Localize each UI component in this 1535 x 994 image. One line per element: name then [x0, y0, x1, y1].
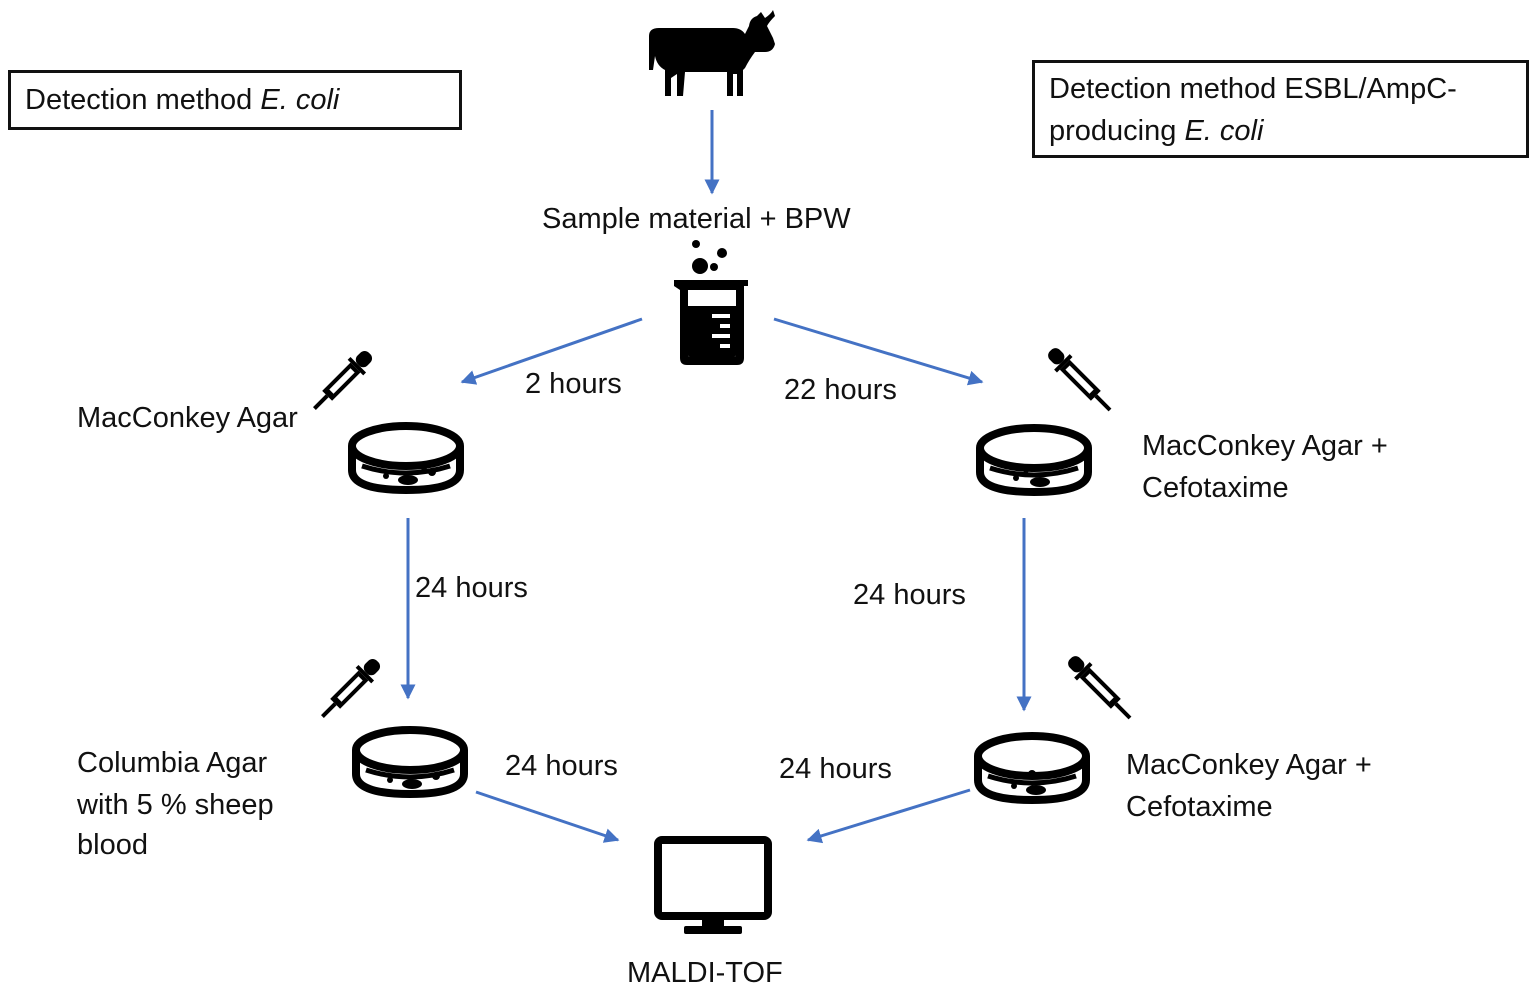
duration-22h: 22 hours — [784, 374, 897, 406]
duration-24h-right-vertical: 24 hours — [853, 579, 966, 611]
pipette-icon — [313, 350, 373, 410]
beaker-icon — [674, 240, 748, 365]
columbia-label-line3: blood — [77, 829, 148, 861]
duration-2h: 2 hours — [525, 368, 622, 400]
arrow-columbia-to-maldi — [475, 790, 620, 843]
pipette-icon — [1048, 348, 1112, 412]
petri-dish-icon — [974, 732, 1090, 805]
petri-dish-icon — [348, 422, 464, 495]
mac-cef-top-label-line2: Cefotaxime — [1142, 472, 1289, 504]
pipette-icon — [321, 658, 381, 718]
right-method-line2-prefix: producing — [1049, 115, 1185, 147]
petri-dish-icon — [976, 424, 1092, 497]
arrow-beaker-to-mac-right — [773, 317, 984, 386]
monitor-icon — [654, 836, 772, 934]
left-method-italic: E. coli — [260, 84, 340, 116]
duration-24h-left-bottom: 24 hours — [505, 750, 618, 782]
mac-cef-bottom-label-line1: MacConkey Agar + — [1126, 749, 1372, 781]
arrow-mac-cef-to-maldi — [806, 788, 971, 844]
right-method-box: Detection method ESBL/AmpC- producing E.… — [1032, 60, 1529, 158]
mac-cef-top-label-line1: MacConkey Agar + — [1142, 430, 1388, 462]
mac-left-label: MacConkey Agar — [77, 402, 298, 434]
sample-label: Sample material + BPW — [542, 203, 851, 235]
duration-24h-right-bottom: 24 hours — [779, 753, 892, 785]
left-method-box: Detection method E. coli — [8, 70, 462, 130]
mac-cef-bottom-label-line2: Cefotaxime — [1126, 791, 1273, 823]
petri-dish-icon — [352, 726, 468, 799]
right-method-line1: Detection method ESBL/AmpC- — [1049, 73, 1457, 105]
right-method-line2: producing E. coli — [1049, 110, 1512, 152]
pipette-icon — [1068, 656, 1132, 720]
duration-24h-left-vertical: 24 hours — [415, 572, 528, 604]
arrow-beaker-to-mac-left — [460, 317, 643, 385]
columbia-label-line2: with 5 % sheep — [77, 789, 274, 821]
right-method-italic: E. coli — [1184, 115, 1264, 147]
columbia-label-line1: Columbia Agar — [77, 747, 268, 779]
maldi-label: MALDI-TOF — [627, 957, 783, 989]
cow-icon — [649, 10, 775, 96]
left-method-prefix: Detection method — [25, 84, 261, 116]
